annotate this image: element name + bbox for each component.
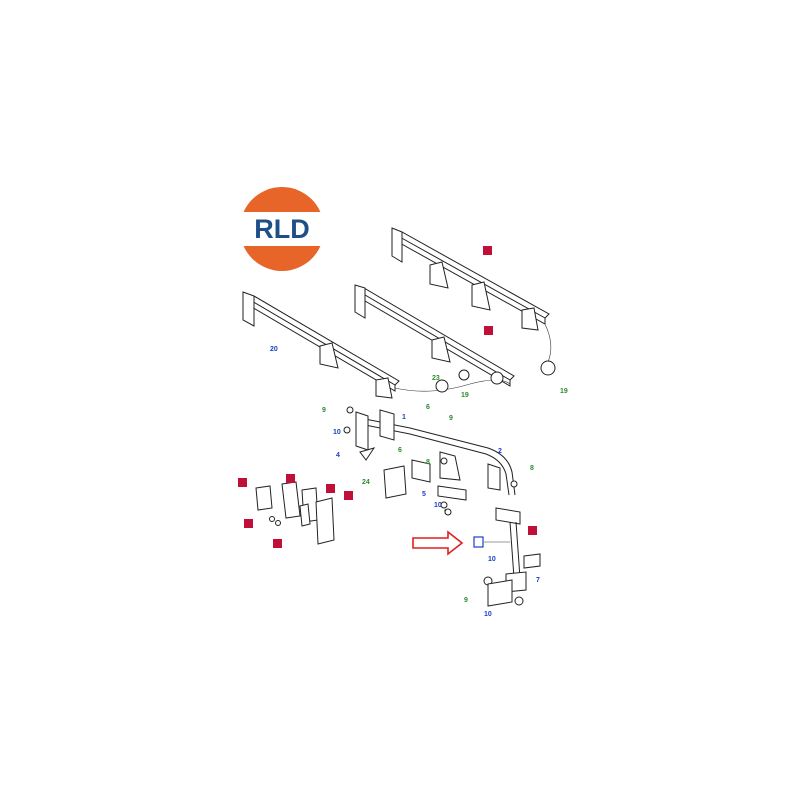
label-5: 5 [422,491,426,498]
support-leg [473,521,541,607]
top-rail [391,227,550,331]
label-10c: 10 [488,556,496,563]
label-4: 4 [336,452,340,459]
label-10a: 10 [333,429,341,436]
label-20: 20 [270,346,278,353]
label-8b: 8 [530,465,534,472]
label-24: 24 [362,479,370,486]
highlighted-part-label [473,536,484,548]
middle-rail [354,284,515,387]
label-2: 2 [498,448,502,455]
label-1: 1 [402,414,406,421]
logo-text: RLD [254,214,310,244]
part-tag-f [273,539,282,548]
label-19b: 19 [461,392,469,399]
grommet-parts [435,360,556,393]
label-10d: 10 [484,611,492,618]
rld-logo: RLD [238,187,326,271]
bracket-cluster [238,474,353,548]
part-tag-mid [484,326,493,335]
fasteners [343,406,524,606]
plate-24 [383,465,407,499]
label-9d: 9 [464,597,468,604]
front-rail: 20 [242,291,400,399]
part-tag-d [344,491,353,500]
part-tag-a [238,478,247,487]
label-7: 7 [536,577,540,584]
part-tag-c [326,484,335,493]
label-23: 23 [432,375,440,382]
pointer-arrow [412,530,464,556]
label-6a: 6 [426,404,430,411]
part-tag-22 [483,246,492,255]
part-tag-b [286,474,295,483]
label-9b: 9 [449,415,453,422]
label-10b: 10 [434,502,442,509]
label-9a: 9 [322,407,326,414]
label-6b: 6 [398,447,402,454]
label-19a: 19 [560,388,568,395]
part-tag-e [244,519,253,528]
label-8a: 8 [426,459,430,466]
part-tag-leg [528,526,537,535]
